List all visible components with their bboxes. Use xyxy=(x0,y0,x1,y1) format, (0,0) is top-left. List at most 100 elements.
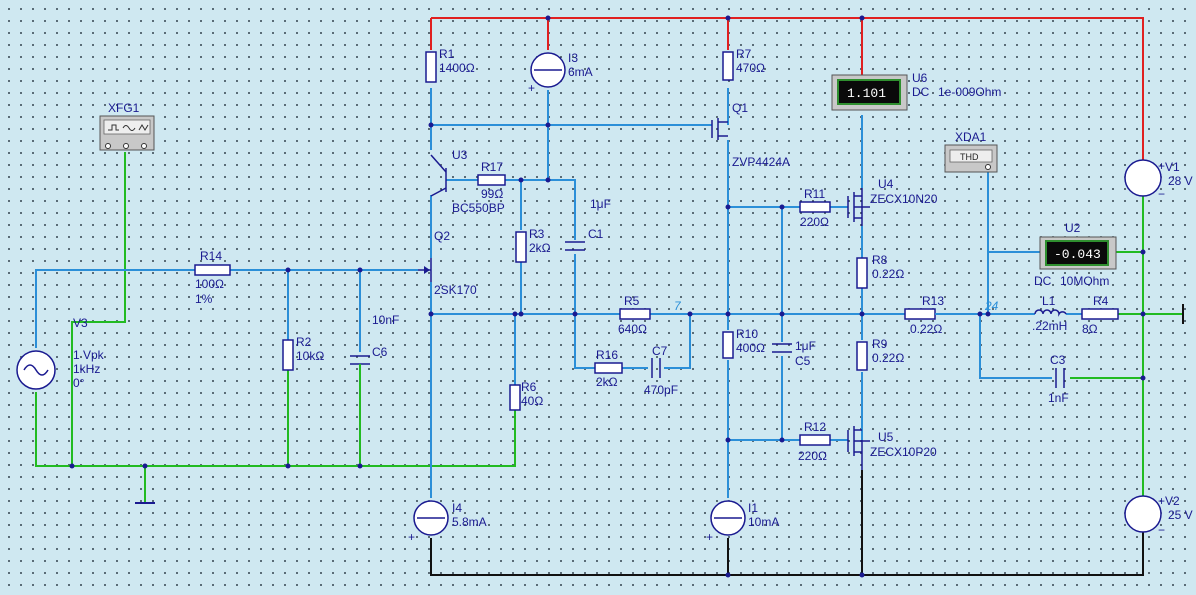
current-source-i3[interactable]: + I3 6mA xyxy=(528,51,593,95)
terminal-icon xyxy=(123,143,129,149)
c3-ref: C3 xyxy=(1050,353,1066,367)
capacitor-c6[interactable]: 10nF C6 xyxy=(350,313,399,380)
v1-plus: + xyxy=(1158,159,1165,173)
capacitor-c3[interactable]: C3 1nF xyxy=(1048,353,1069,405)
r6-value: 40Ω xyxy=(521,394,543,408)
junction-dot xyxy=(518,177,524,183)
r7-value: 470Ω xyxy=(736,61,765,75)
l1-ref: L1 xyxy=(1042,294,1056,308)
r9-ref: R9 xyxy=(872,337,888,351)
ac-source-v3[interactable]: V3 1 Vpk 1kHz 0° xyxy=(16,316,105,390)
resistor-r11[interactable]: R11 220Ω xyxy=(799,187,831,229)
distortion-analyzer-xda1[interactable]: THD XDA1 xyxy=(944,130,998,173)
resistor-r14[interactable]: R14 100Ω 1% xyxy=(194,249,231,306)
r5-value: 640Ω xyxy=(618,322,647,336)
xda1-ref: XDA1 xyxy=(955,130,987,144)
junction-dot xyxy=(859,15,865,21)
jfet-q2[interactable]: Q2 2SK170 xyxy=(418,229,477,297)
i4-value: 5.8mA xyxy=(452,515,487,529)
resistor-r9[interactable]: R9 0.22Ω xyxy=(856,337,904,371)
junction-dot xyxy=(985,311,991,317)
c6-value: 10nF xyxy=(372,313,399,327)
dc-supply-v1[interactable]: + V1 28 V − xyxy=(1124,159,1193,201)
v1-ref: V1 xyxy=(1165,160,1180,174)
xfg1-ref: XFG1 xyxy=(108,101,140,115)
resistor-r2[interactable]: R2 10kΩ xyxy=(282,335,324,371)
q2-ref: Q2 xyxy=(434,229,450,243)
function-generator-xfg1[interactable]: XFG1 xyxy=(99,101,155,151)
r9-value: 0.22Ω xyxy=(872,351,904,365)
u5-ref: U5 xyxy=(878,430,894,444)
r3-value: 2kΩ xyxy=(529,241,551,255)
ammeter-u6[interactable]: 1.101 U6 DC 1e-009Ohm xyxy=(831,71,1001,111)
junction-dot xyxy=(779,437,785,443)
mosfet-u5[interactable]: U5 ZECX10P20 xyxy=(847,426,937,470)
xda1-thd-button[interactable]: THD xyxy=(960,152,979,162)
junction-dot xyxy=(518,311,524,317)
transistor-u3[interactable]: U3 BC550BP xyxy=(430,148,505,215)
junction-dot xyxy=(1140,311,1146,317)
u6-resistance: 1e-009Ohm xyxy=(938,85,1001,99)
negative-rail-wire xyxy=(430,532,1144,576)
r12-value: 220Ω xyxy=(798,449,827,463)
resistor-r1[interactable]: R1 1400Ω xyxy=(425,47,475,83)
u3-part: BC550BP xyxy=(452,201,505,215)
i1-value: 10mA xyxy=(748,515,779,529)
resistor-r10[interactable]: R10 400Ω xyxy=(722,327,765,359)
resistor-r17[interactable]: R17 99Ω xyxy=(477,160,506,201)
v2-value: 25 V xyxy=(1168,508,1193,522)
resistor-r7[interactable]: R7 470Ω xyxy=(722,47,765,81)
u2-resistance: 10MOhm xyxy=(1060,274,1109,288)
r11-ref: R11 xyxy=(804,187,825,201)
waveform-icon xyxy=(108,124,149,131)
i1-plus: + xyxy=(706,530,713,544)
junction-dot xyxy=(545,15,551,21)
positive-rail-wire xyxy=(431,17,1144,160)
capacitor-c1[interactable]: 1μF C1 xyxy=(565,197,611,251)
current-source-i1[interactable]: + I1 10mA xyxy=(706,500,779,544)
r14-ref: R14 xyxy=(200,249,222,263)
voltmeter-u2[interactable]: -0.043 U2 DC 10MOhm xyxy=(1034,221,1117,288)
inductor-l1[interactable]: L1 .22mH xyxy=(1032,294,1067,333)
r1-ref: R1 xyxy=(439,47,455,61)
i3-value: 6mA xyxy=(568,65,593,79)
r16-value: 2kΩ xyxy=(596,375,618,389)
r4-ref: R4 xyxy=(1093,294,1109,308)
resistor-r3[interactable]: R3 2kΩ xyxy=(515,227,551,263)
u6-mode: DC xyxy=(912,85,930,99)
current-source-i4[interactable]: + I4 5.8mA xyxy=(408,500,487,544)
dc-supply-v2[interactable]: + V2 25 V − xyxy=(1124,494,1193,537)
capacitor-c7[interactable]: C7 470pF xyxy=(644,344,678,397)
u5-part: ZECX10P20 xyxy=(870,445,937,459)
r7-ref: R7 xyxy=(736,47,752,61)
resistor-r16[interactable]: R16 2kΩ xyxy=(594,348,623,389)
u6-ref: U6 xyxy=(912,71,928,85)
node-label-7: 7 xyxy=(674,299,682,313)
resistor-r6[interactable]: R6 40Ω xyxy=(509,380,543,411)
u2-ref: U2 xyxy=(1065,221,1081,235)
r14-value: 100Ω xyxy=(195,277,224,291)
c3-input-wire xyxy=(979,314,1052,379)
mosfet-q1[interactable]: Q1 ZVP4424A xyxy=(711,101,790,169)
r6-ref: R6 xyxy=(521,380,537,394)
v2-ref: V2 xyxy=(1165,494,1180,508)
resistor-r5[interactable]: R5 640Ω xyxy=(618,294,651,336)
c7-value: 470pF xyxy=(644,383,678,397)
terminal-icon xyxy=(985,164,991,170)
ground-wire xyxy=(71,152,516,467)
c7-output-wire xyxy=(664,314,691,369)
r17-value: 99Ω xyxy=(481,187,503,201)
junction-dot xyxy=(285,463,291,469)
mosfet-u4[interactable]: U4 ZECX10N20 xyxy=(847,177,938,226)
r14-tolerance: 1% xyxy=(195,292,213,306)
resistor-r12[interactable]: R12 220Ω xyxy=(798,420,831,463)
r5-ref: R5 xyxy=(624,294,640,308)
r3-ref: R3 xyxy=(529,227,545,241)
r10-ref: R10 xyxy=(736,327,758,341)
r13-value: 0.22Ω xyxy=(910,322,942,336)
resistor-r8[interactable]: R8 0.22Ω xyxy=(856,253,904,289)
capacitor-c5[interactable]: 1μF C5 xyxy=(772,339,816,368)
resistor-r4[interactable]: R4 8Ω xyxy=(1081,294,1119,336)
resistor-r13[interactable]: R13 0.22Ω xyxy=(904,294,955,336)
